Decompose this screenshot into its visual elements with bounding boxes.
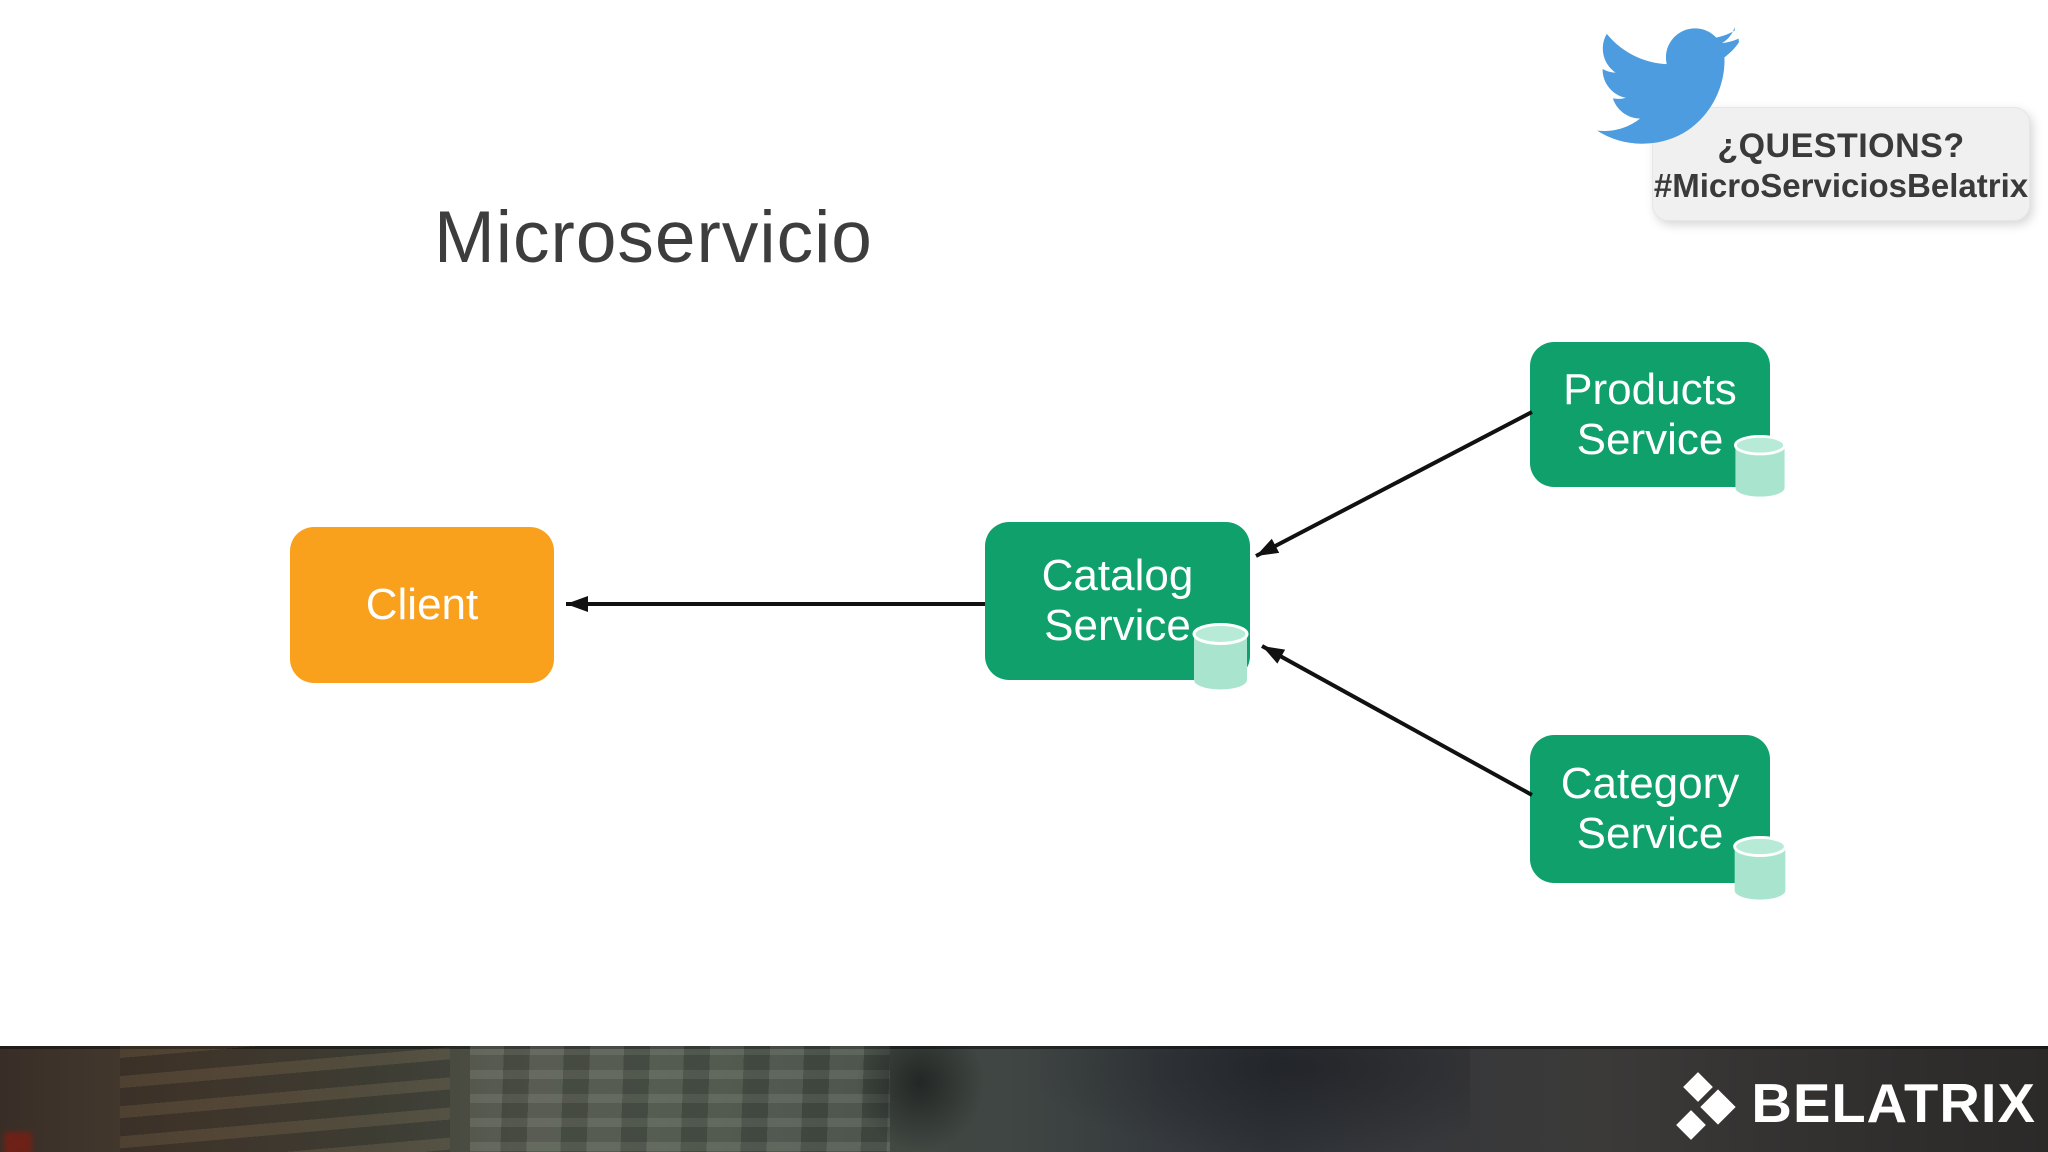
footer-photo-shelves (120, 1046, 450, 1152)
node-label: Products (1563, 364, 1737, 414)
node-client: Client (290, 527, 554, 683)
footer-photo-building (470, 1046, 890, 1152)
node-label: Service (1576, 414, 1724, 464)
twitter-bird-icon (1597, 27, 1739, 144)
questions-text: ¿QUESTIONS? (1717, 126, 1965, 165)
hashtag-text: #MicroServiciosBelatrix (1653, 166, 2029, 204)
database-cylinder-icon (1734, 435, 1786, 497)
footer-photo-figure (855, 1046, 985, 1152)
footer-photo-shadow (1040, 1046, 1470, 1152)
node-label: Catalog (1041, 551, 1194, 600)
node-category-service: Category Service (1530, 735, 1770, 883)
node-label: Client (365, 580, 479, 629)
belatrix-logo: BELATRIX (1671, 1060, 2036, 1146)
arrow-category-to-catalog (1261, 644, 1533, 797)
page-title: Microservicio (434, 197, 873, 278)
footer-photo-red-detail (4, 1132, 32, 1152)
node-label: Service (1044, 601, 1191, 650)
questions-bubble: ¿QUESTIONS? #MicroServiciosBelatrix (1652, 107, 2030, 221)
database-cylinder-icon (1192, 623, 1249, 690)
node-products-service: Products Service (1530, 342, 1770, 487)
belatrix-diamonds-icon (1676, 1072, 1736, 1140)
arrow-products-to-catalog (1255, 410, 1533, 558)
node-label: Category (1560, 759, 1740, 808)
database-cylinder-icon (1733, 836, 1787, 900)
footer-photo-strip: BELATRIX (0, 1046, 2048, 1152)
node-label: Service (1576, 809, 1724, 858)
belatrix-wordmark: BELATRIX (1751, 1072, 2036, 1134)
